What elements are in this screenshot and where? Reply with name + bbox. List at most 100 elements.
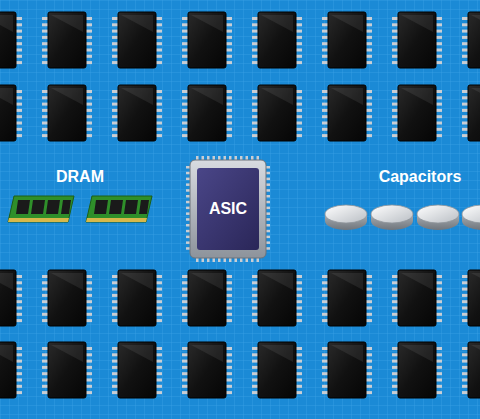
chip-body xyxy=(258,342,296,398)
asic-package xyxy=(186,156,270,262)
chip-sheen xyxy=(51,273,83,290)
flash-chip xyxy=(322,12,372,68)
chip-body xyxy=(118,270,156,326)
flash-chip xyxy=(322,85,372,141)
flash-chip xyxy=(182,85,232,141)
chip-body xyxy=(328,12,366,68)
capacitor-top xyxy=(371,205,413,223)
chip-body xyxy=(0,270,16,326)
chip-label: ASIC xyxy=(209,200,247,218)
chip-sheen xyxy=(471,15,480,32)
flash-chip xyxy=(112,270,162,326)
flash-chip xyxy=(0,12,22,68)
chip-sheen xyxy=(261,345,293,362)
flash-chip xyxy=(252,342,302,398)
chip-sheen xyxy=(51,345,83,362)
chip-sheen xyxy=(331,88,363,105)
flash-chip xyxy=(0,342,22,398)
chip-body xyxy=(398,342,436,398)
flash-chip xyxy=(252,270,302,326)
flash-chip xyxy=(42,342,92,398)
chip-body xyxy=(118,342,156,398)
chip-sheen xyxy=(261,15,293,32)
chip-body xyxy=(48,85,86,141)
capacitor-top xyxy=(417,205,459,223)
flash-chip xyxy=(0,85,22,141)
chip-body xyxy=(118,12,156,68)
flash-chip xyxy=(252,85,302,141)
chip-sheen xyxy=(121,88,153,105)
flash-chip xyxy=(182,270,232,326)
chip-sheen xyxy=(191,15,223,32)
chip-sheen xyxy=(51,15,83,32)
flash-chip xyxy=(182,12,232,68)
chip-sheen xyxy=(121,15,153,32)
chip-sheen xyxy=(401,345,433,362)
chip-body xyxy=(328,85,366,141)
flash-chip xyxy=(112,12,162,68)
dram-module xyxy=(8,196,74,222)
chip-body xyxy=(188,85,226,141)
chip-sheen xyxy=(471,273,480,290)
flash-chip xyxy=(112,85,162,141)
flash-chip xyxy=(42,270,92,326)
chip-body xyxy=(0,12,16,68)
flash-chip xyxy=(252,12,302,68)
chip-sheen xyxy=(121,273,153,290)
flash-chip xyxy=(42,85,92,141)
asic-die xyxy=(197,168,259,250)
chip-body xyxy=(328,270,366,326)
chip-body xyxy=(118,85,156,141)
chip-sheen xyxy=(191,273,223,290)
chip-sheen xyxy=(401,273,433,290)
chip-body xyxy=(188,12,226,68)
chip-sheen xyxy=(331,345,363,362)
flash-chip xyxy=(392,270,442,326)
chip-body xyxy=(188,270,226,326)
chip-sheen xyxy=(191,345,223,362)
chip-body xyxy=(398,270,436,326)
flash-chip xyxy=(112,342,162,398)
capacitor xyxy=(462,205,480,230)
asic-frame xyxy=(190,160,266,258)
part-label: Capacitors xyxy=(379,168,462,186)
flash-chip xyxy=(182,342,232,398)
chip-body xyxy=(328,342,366,398)
chip-sheen xyxy=(401,88,433,105)
dram-module xyxy=(86,196,152,222)
chip-sheen xyxy=(261,88,293,105)
flash-chips xyxy=(0,12,480,398)
chip-body xyxy=(258,270,296,326)
flash-chip xyxy=(322,270,372,326)
chip-sheen xyxy=(471,345,480,362)
chip-body xyxy=(468,342,480,398)
chip-sheen xyxy=(331,15,363,32)
chip-body xyxy=(0,342,16,398)
flash-chip xyxy=(42,12,92,68)
chip-body xyxy=(468,85,480,141)
dram-modules xyxy=(8,196,152,222)
chip-body xyxy=(398,12,436,68)
asic-pins xyxy=(186,156,270,262)
chip-sheen xyxy=(121,345,153,362)
chip-sheen xyxy=(51,88,83,105)
capacitors xyxy=(325,205,480,230)
flash-chip xyxy=(462,12,480,68)
asic-chip: ASIC xyxy=(197,168,259,250)
chip-body xyxy=(48,270,86,326)
chip-sheen xyxy=(0,273,13,290)
chip-body xyxy=(258,85,296,141)
flash-chip xyxy=(322,342,372,398)
chip-body xyxy=(468,270,480,326)
chip-body xyxy=(258,12,296,68)
flash-chip xyxy=(0,270,22,326)
chip-body xyxy=(48,342,86,398)
flash-chip xyxy=(462,270,480,326)
flash-chip xyxy=(392,85,442,141)
chip-body xyxy=(188,342,226,398)
chip-sheen xyxy=(261,273,293,290)
chip-sheen xyxy=(471,88,480,105)
capacitor xyxy=(417,205,459,230)
